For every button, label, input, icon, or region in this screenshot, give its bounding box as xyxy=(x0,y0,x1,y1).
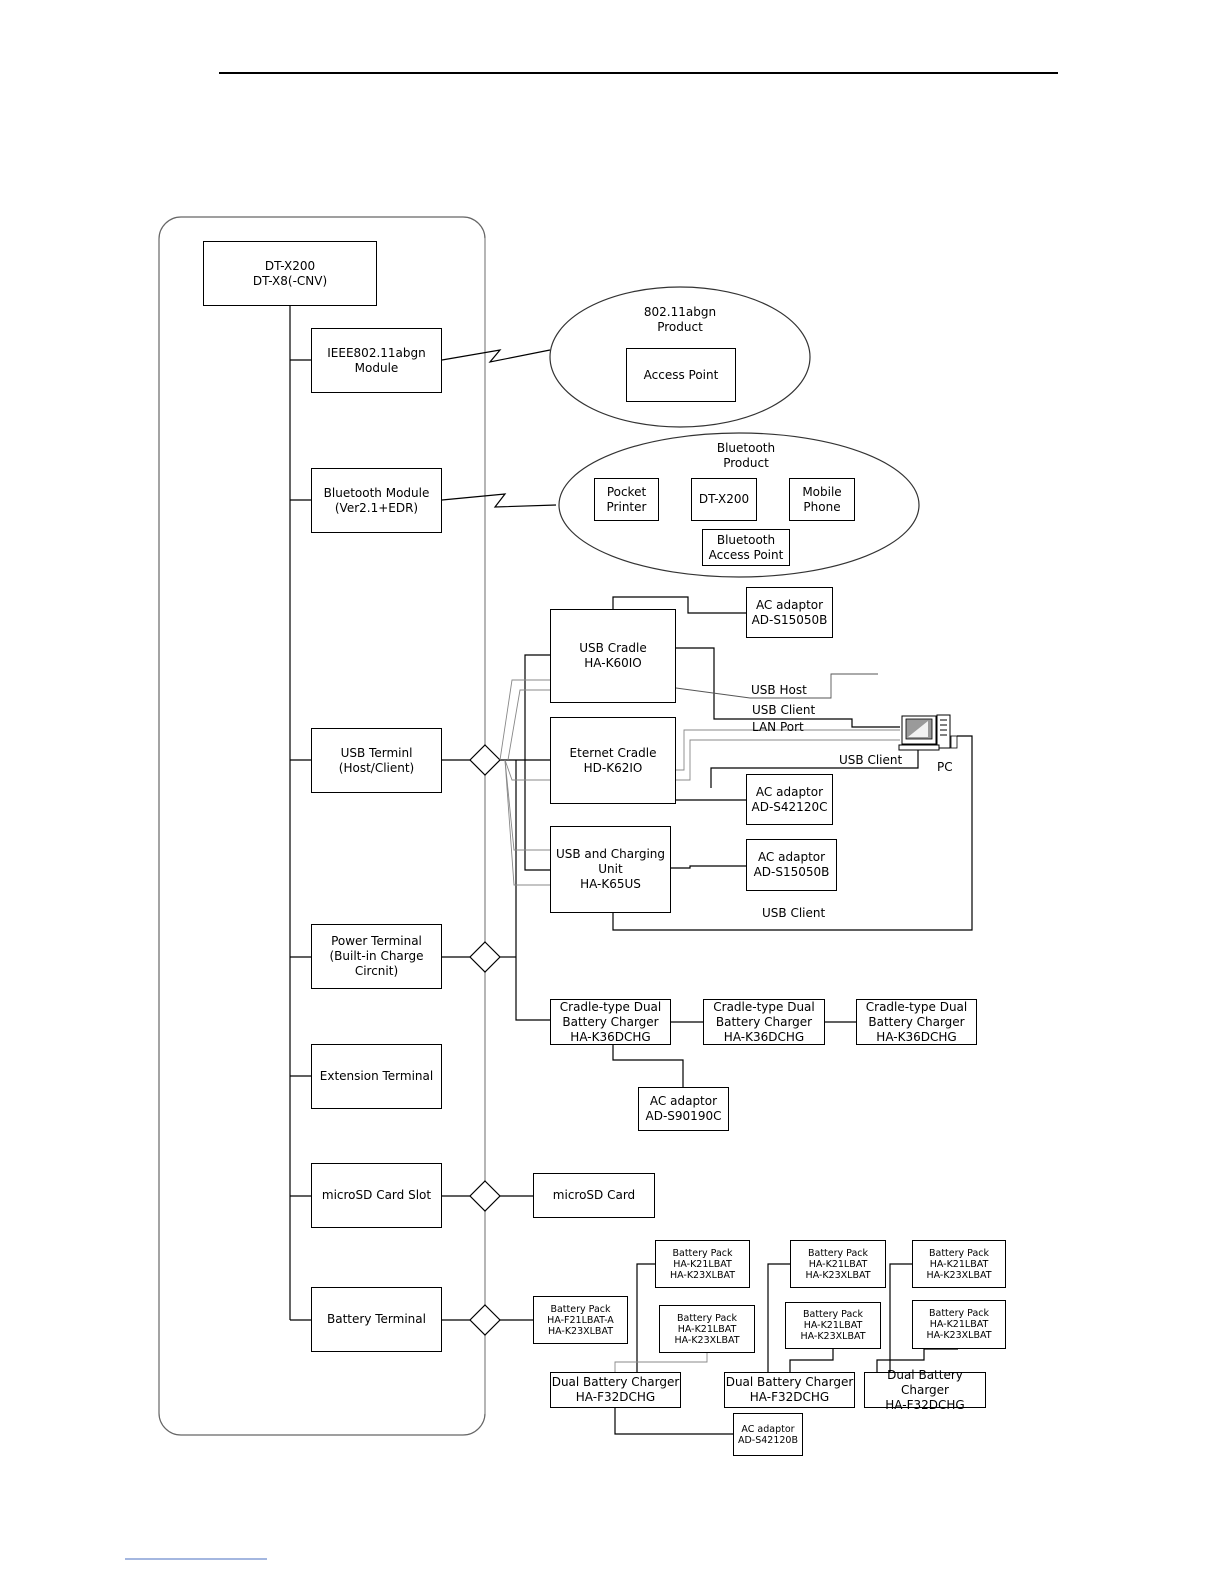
pc-label: PC xyxy=(937,760,953,774)
wlan-group-title: 802.11abgn Product xyxy=(643,305,717,334)
lan-port-label: LAN Port xyxy=(752,720,804,734)
device-container xyxy=(158,216,486,1436)
microsd-slot-box: microSD Card Slot xyxy=(311,1163,442,1228)
cradle-charger-1-box: Cradle-type Dual Battery Charger HA-K36D… xyxy=(550,999,671,1045)
bt-ellipse xyxy=(558,432,920,578)
dual-charger-3-box: Dual Battery Charger HA-F32DCHG xyxy=(864,1368,986,1412)
dual-charger-1-box: Dual Battery Charger HA-F32DCHG xyxy=(550,1372,681,1408)
battery-pack-6-box: Battery Pack HA-K21LBAT HA-K23XLBAT xyxy=(912,1300,1006,1349)
ac-adaptor-3-box: AC adaptor AD-S15050B xyxy=(746,839,837,891)
mobile-phone-box: Mobile Phone xyxy=(789,478,855,521)
wlan-module-box: IEEE802.11abgn Module xyxy=(311,328,442,393)
bt-access-point-box: Bluetooth Access Point xyxy=(702,529,790,566)
battery-pack-main-box: Battery Pack HA-F21LBAT-A HA-K23XLBAT xyxy=(533,1296,628,1344)
dual-charger-2-box: Dual Battery Charger HA-F32DCHG xyxy=(724,1372,855,1408)
usb-diamond xyxy=(469,744,501,776)
extension-terminal-box: Extension Terminal xyxy=(311,1044,442,1109)
usb-client-label-1: USB Client xyxy=(752,703,816,717)
battery-pack-1-box: Battery Pack HA-K21LBAT HA-K23XLBAT xyxy=(655,1240,750,1288)
usb-client-label-2: USB Client xyxy=(839,753,903,767)
ac-adaptor-1-box: AC adaptor AD-S15050B xyxy=(746,587,833,638)
pc-icon xyxy=(898,714,958,751)
charger-ac-adaptor-box: AC adaptor AD-S90190C xyxy=(638,1087,729,1131)
battery-terminal-box: Battery Terminal xyxy=(311,1287,442,1352)
usb-host-label: USB Host xyxy=(751,683,807,697)
ethernet-cradle-box: Eternet Cradle HD-K62IO xyxy=(550,717,676,804)
usb-client-label-3: USB Client xyxy=(762,906,826,920)
cradle-charger-2-box: Cradle-type Dual Battery Charger HA-K36D… xyxy=(703,999,825,1045)
battery-pack-4-box: Battery Pack HA-K21LBAT HA-K23XLBAT xyxy=(785,1302,881,1349)
dual-charger-ac-adaptor-box: AC adaptor AD-S42120B xyxy=(733,1413,803,1456)
usb-terminal-box: USB Terminl (Host/Client) xyxy=(311,728,442,793)
power-diamond xyxy=(469,941,501,973)
bt-link xyxy=(441,493,557,508)
bt-dtx200-box: DT-X200 xyxy=(691,478,757,521)
power-terminal-box: Power Terminal (Built-in Charge Circnit) xyxy=(311,924,442,989)
access-point-box: Access Point xyxy=(626,348,736,402)
cradle-charger-3-box: Cradle-type Dual Battery Charger HA-K36D… xyxy=(856,999,977,1045)
wlan-ellipse xyxy=(549,286,811,428)
wlan-link xyxy=(441,349,551,363)
sd-diamond xyxy=(469,1180,501,1212)
bt-module-box: Bluetooth Module (Ver2.1+EDR) xyxy=(311,468,442,533)
battery-pack-5-box: Battery Pack HA-K21LBAT HA-K23XLBAT xyxy=(912,1240,1006,1288)
device-box: DT-X200 DT-X8(-CNV) xyxy=(203,241,377,306)
battery-pack-3-box: Battery Pack HA-K21LBAT HA-K23XLBAT xyxy=(790,1240,886,1288)
microsd-card-box: microSD Card xyxy=(533,1173,655,1218)
ac-adaptor-2-box: AC adaptor AD-S42120C xyxy=(746,774,833,825)
pocket-printer-box: Pocket Printer xyxy=(594,478,659,521)
battery-diamond xyxy=(469,1304,501,1336)
usb-charging-unit-box: USB and Charging Unit HA-K65US xyxy=(550,826,671,913)
usb-cradle-box: USB Cradle HA-K60IO xyxy=(550,609,676,703)
bt-group-title: Bluetooth Product xyxy=(716,441,776,470)
battery-pack-2-box: Battery Pack HA-K21LBAT HA-K23XLBAT xyxy=(659,1305,755,1353)
